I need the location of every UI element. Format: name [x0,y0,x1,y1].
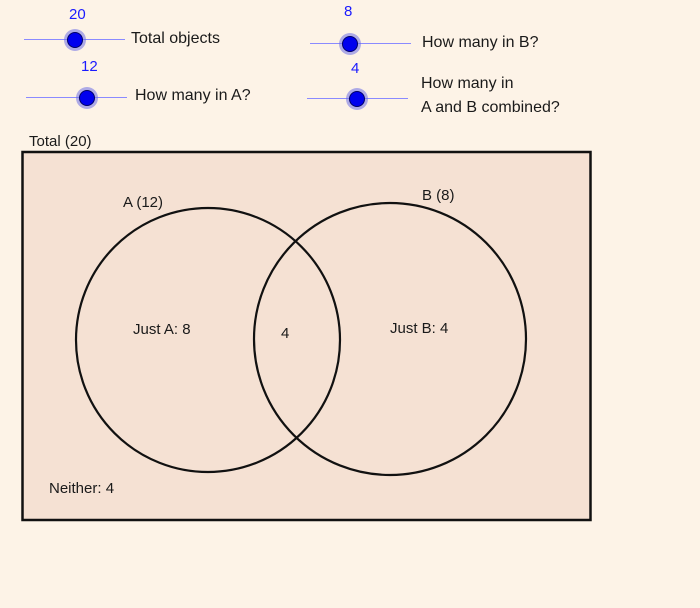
slider-total-label: Total objects [131,30,220,47]
set-a-label: A (12) [123,194,164,211]
slider-total-handle[interactable] [67,32,83,48]
slider-b-handle[interactable] [342,36,358,52]
slider-ab-value: 4 [351,60,360,77]
slider-ab-label-line2: A and B combined? [421,99,560,116]
universe-box [21,150,592,522]
circle-b [252,201,528,477]
slider-b-value: 8 [344,3,353,20]
total-label: Total (20) [29,133,92,150]
neither-count: Neither: 4 [49,480,115,497]
just-b-count: Just B: 4 [390,320,449,337]
slider-a-track[interactable] [26,97,127,98]
circle-a [74,206,342,474]
slider-total-value: 20 [69,6,86,23]
slider-a-value: 12 [81,58,98,75]
slider-b-track[interactable] [310,43,411,44]
just-a-count: Just A: 8 [133,321,191,338]
slider-ab-label-line1: How many in [421,75,514,92]
set-b-label: B (8) [422,187,455,204]
slider-ab-handle[interactable] [349,91,365,107]
slider-a-handle[interactable] [79,90,95,106]
slider-b-label: How many in B? [422,34,539,51]
slider-a-label: How many in A? [135,87,251,104]
intersection-count: 4 [281,325,290,342]
